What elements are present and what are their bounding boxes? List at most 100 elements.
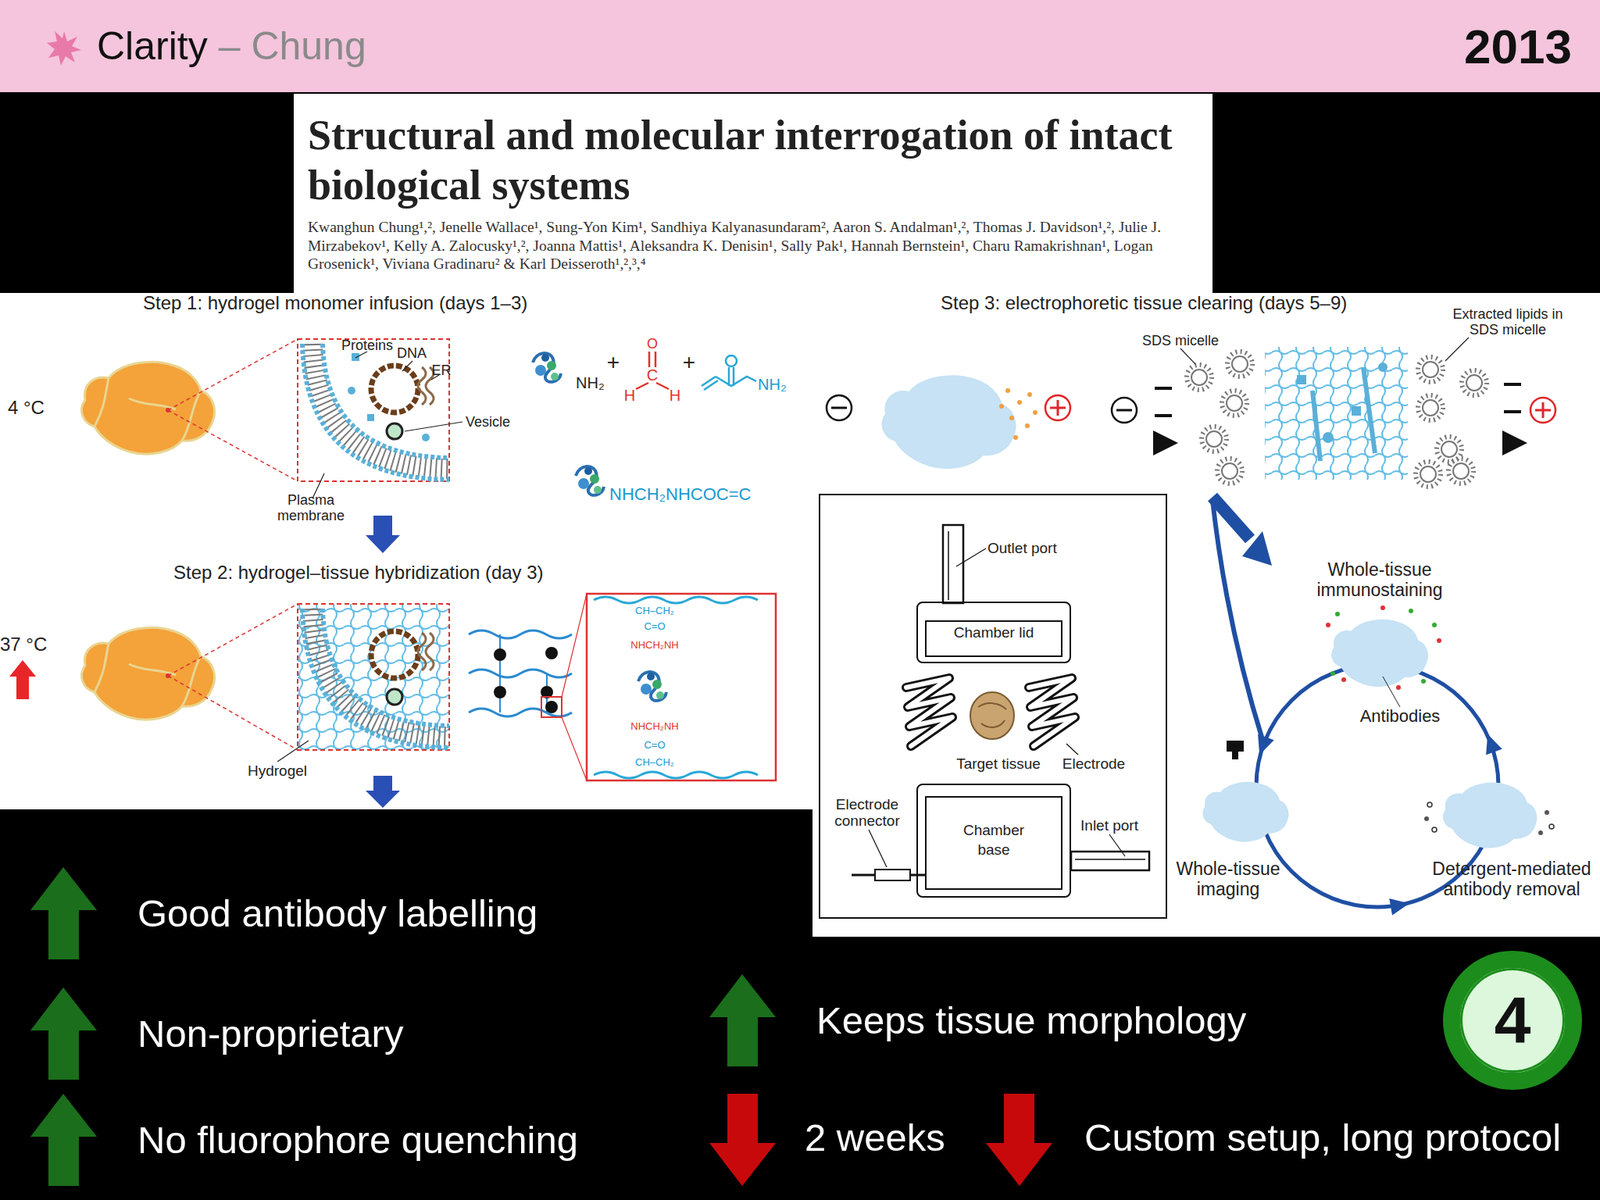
cycle-art <box>1443 782 1537 848</box>
step1-art <box>167 339 298 482</box>
step3-art <box>1351 406 1361 416</box>
step3-art <box>1415 461 1441 487</box>
step3-art <box>1448 458 1474 484</box>
pro-item: Good antibody labelling <box>137 892 538 936</box>
pro-con-arrows <box>30 1093 97 1186</box>
chamber-art <box>1028 678 1075 747</box>
chem-group: C=O <box>643 739 665 752</box>
step3-art <box>1186 364 1212 390</box>
step3-art <box>1530 397 1556 423</box>
chamber-art <box>1075 858 1146 861</box>
cycle-art <box>1389 895 1411 916</box>
step1-art <box>371 365 418 413</box>
part-label: Proteins <box>341 337 393 354</box>
chem-atom: O <box>646 335 658 352</box>
cycle-art <box>1380 605 1386 611</box>
part-label: Extracted lipids in SDS micelle <box>1437 306 1579 338</box>
chem-formula: NHCH₂NHCOC=C <box>609 485 752 505</box>
step2-art <box>365 775 400 808</box>
cycle-art <box>1212 496 1250 540</box>
step-label: Step 3: electrophoretic tissue clearing … <box>940 292 1347 315</box>
step3-art <box>826 395 852 421</box>
temperature: 37 °C <box>0 634 47 656</box>
step2-art <box>500 634 547 713</box>
cycle-art <box>1226 740 1244 752</box>
step1-art <box>302 343 450 480</box>
cycle-art <box>1436 638 1442 643</box>
step2-art <box>468 630 572 717</box>
step1-art <box>82 361 215 454</box>
step1-art <box>347 386 356 395</box>
step2-art <box>277 740 309 762</box>
step2-art <box>386 689 403 705</box>
cycle-art <box>1325 622 1331 628</box>
step3-art <box>1116 409 1133 412</box>
part-label: Inlet port <box>1080 817 1139 834</box>
step2-art <box>561 593 587 781</box>
step3-art <box>882 375 1016 468</box>
author-list: Kwanghun Chung¹,², Jenelle Wallace¹, Sun… <box>307 217 1191 273</box>
step1-art <box>728 367 734 386</box>
stage-label: Whole-tissue immunostaining <box>1274 560 1486 601</box>
step3-art <box>1050 400 1066 416</box>
step1-art <box>725 355 737 367</box>
temperature: 4 °C <box>7 397 45 419</box>
header-text: Clarity– Chung <box>96 0 367 93</box>
pro-item: No fluorophore quenching <box>137 1118 579 1162</box>
figure-background <box>0 292 1600 810</box>
step2-art <box>82 627 215 720</box>
step3-art <box>1027 392 1033 397</box>
step3-art <box>1535 402 1551 418</box>
step1-art <box>351 353 360 361</box>
chem-atom: H <box>669 386 681 404</box>
step1-art <box>355 351 463 432</box>
step3-art <box>1221 390 1247 416</box>
step3-art <box>1180 348 1196 365</box>
step3-art <box>1227 351 1253 377</box>
chem-group: CH–CH₂ <box>635 605 675 618</box>
step1-art <box>575 466 604 496</box>
cycle-art <box>1408 608 1414 614</box>
cycle-art <box>1538 830 1543 836</box>
cycle-art <box>1335 611 1340 617</box>
step3-art <box>1032 410 1038 415</box>
chamber-art <box>978 703 1007 728</box>
step1-art <box>532 353 561 383</box>
chamber-art <box>1028 678 1075 747</box>
score-circle: 4 <box>1442 950 1583 1090</box>
cycle-art <box>1332 620 1428 687</box>
step3-art <box>1312 367 1375 461</box>
step2-art <box>322 608 450 726</box>
chamber-art <box>956 548 986 567</box>
step3-art <box>1417 395 1443 421</box>
step3-art <box>1009 415 1015 421</box>
con-item: 2 weeks <box>804 1116 946 1160</box>
step3-art <box>1503 384 1522 443</box>
step2-art <box>297 603 450 750</box>
step-label: Step 2: hydrogel–tissue hybridization (d… <box>173 562 544 584</box>
cycle-art <box>1232 751 1239 760</box>
step1-art <box>297 339 450 482</box>
step3-art <box>1025 423 1030 429</box>
slide-title: Clarity <box>96 23 208 69</box>
part-label: Electrode connector <box>816 796 918 830</box>
pro-con-arrows <box>985 1093 1053 1186</box>
step1-art <box>312 343 450 469</box>
part-label: DNA <box>396 345 427 361</box>
step3-art <box>1017 400 1022 405</box>
step3-art <box>1378 362 1388 372</box>
cycle-art <box>1330 671 1336 676</box>
author-name: – Chung <box>218 23 367 69</box>
step2-art <box>312 608 450 737</box>
con-item: Custom setup, long protocol <box>1084 1116 1561 1160</box>
plus-sign: + <box>607 350 620 375</box>
pro-item: Non-proprietary <box>137 1012 404 1056</box>
step2-art <box>493 685 507 699</box>
chamber-art <box>1109 834 1125 857</box>
pro-con-arrows <box>30 867 97 960</box>
part-label: Electrode <box>1062 755 1125 772</box>
step3-art <box>1111 397 1137 423</box>
pro-con-arrows <box>709 974 776 1067</box>
step3-art <box>826 337 1556 487</box>
cycle-art <box>1382 676 1400 708</box>
